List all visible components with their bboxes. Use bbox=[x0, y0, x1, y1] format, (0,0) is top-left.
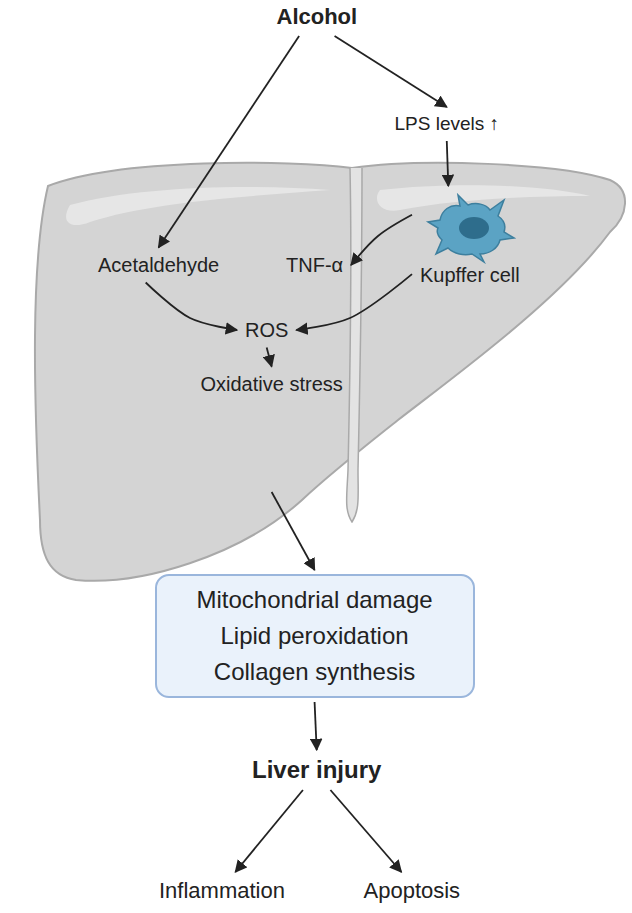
arrow-line bbox=[447, 141, 449, 186]
cell-body bbox=[428, 195, 514, 262]
arrow-connector bbox=[235, 790, 303, 872]
arrow-connector bbox=[447, 141, 449, 186]
node-text: ROS bbox=[245, 319, 288, 342]
node-text: Kupffer cell bbox=[420, 264, 520, 287]
kupffer-cell: Kupffer cell bbox=[416, 190, 524, 289]
node-text: Mitochondrial damage bbox=[197, 582, 433, 618]
arrow-line bbox=[159, 36, 299, 248]
effect-label: Apoptosis bbox=[360, 876, 465, 906]
stress-label: Oxidative stress bbox=[197, 371, 347, 398]
arrow-line bbox=[146, 283, 237, 331]
source-label: Alcohol bbox=[273, 2, 362, 32]
arrow-line bbox=[330, 790, 401, 872]
kupffer-cell-icon bbox=[424, 192, 516, 264]
arrow-connector bbox=[296, 274, 412, 330]
arrow-connector bbox=[315, 702, 317, 750]
arrow-line bbox=[335, 36, 447, 107]
arrow-line bbox=[235, 790, 303, 872]
liver-outline bbox=[35, 163, 625, 581]
node-text: TNF-α bbox=[286, 254, 343, 277]
factor-label: LPS levels ↑ bbox=[391, 111, 504, 137]
falciform-ligament bbox=[347, 168, 362, 522]
node-text: Acetaldehyde bbox=[98, 254, 219, 277]
liver-highlight bbox=[66, 187, 330, 225]
node-text: Liver injury bbox=[252, 756, 381, 784]
node-text: Inflammation bbox=[159, 878, 285, 904]
arrow-connector bbox=[159, 36, 299, 248]
arrow-connector bbox=[351, 215, 412, 265]
outcome-label: Liver injury bbox=[248, 754, 385, 786]
arrow-connector bbox=[146, 283, 237, 331]
arrow-line bbox=[351, 215, 412, 265]
cell-nucleus bbox=[459, 217, 489, 239]
arrow-line bbox=[272, 492, 315, 570]
effect-label: Inflammation bbox=[155, 876, 289, 906]
metabolite-label: Acetaldehyde bbox=[94, 252, 223, 279]
node-text: Apoptosis bbox=[364, 878, 461, 904]
arrow-connector bbox=[330, 790, 401, 872]
ros-label: ROS bbox=[241, 317, 292, 344]
node-text: Lipid peroxidation bbox=[197, 618, 433, 654]
arrow-line bbox=[267, 348, 272, 367]
process-box: Mitochondrial damageLipid peroxidationCo… bbox=[155, 574, 475, 698]
arrow-line bbox=[296, 274, 412, 330]
node-text: Alcohol bbox=[277, 4, 358, 30]
arrow-connector bbox=[335, 36, 447, 107]
node-text: Oxidative stress bbox=[201, 373, 343, 396]
arrow-connector bbox=[272, 492, 315, 570]
arrow-connector bbox=[267, 348, 272, 367]
node-text: Collagen synthesis bbox=[197, 654, 433, 690]
node-text: LPS levels ↑ bbox=[395, 113, 500, 135]
cytokine-label: TNF-α bbox=[282, 252, 347, 279]
arrow-line bbox=[315, 702, 317, 750]
